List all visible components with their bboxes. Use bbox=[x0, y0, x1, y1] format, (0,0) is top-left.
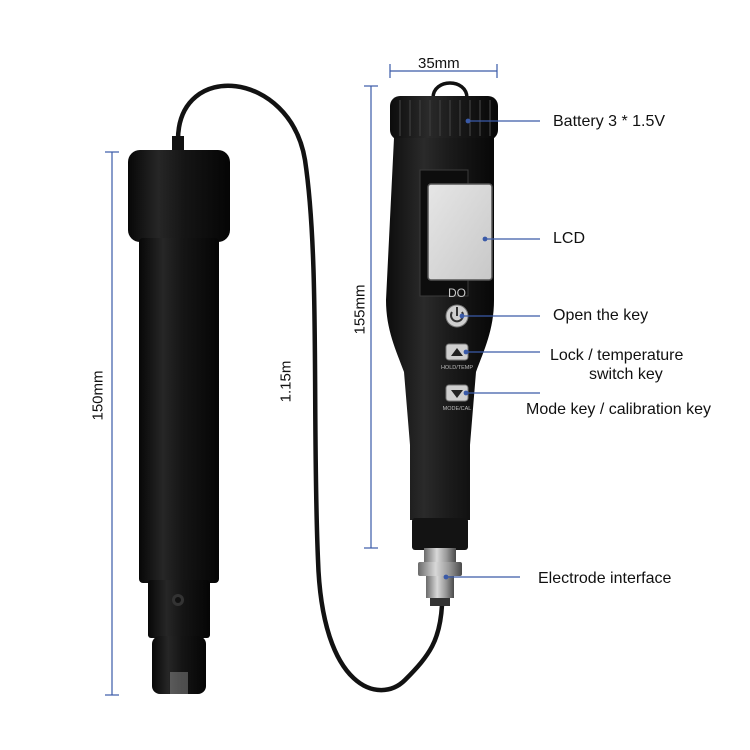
electrode-callout: Electrode interface bbox=[538, 570, 672, 587]
lock-key-callout-line2: switch key bbox=[589, 366, 663, 383]
callout-leaders bbox=[446, 120, 540, 578]
probe-height-dimension bbox=[105, 151, 119, 696]
mode-key-callout: Mode key / calibration key bbox=[526, 401, 711, 418]
lcd-screen bbox=[427, 183, 493, 281]
width-dimension bbox=[389, 64, 498, 78]
hold-temp-key-label: HOLD/TEMP bbox=[441, 365, 473, 371]
probe bbox=[128, 136, 230, 694]
callout-dots bbox=[443, 118, 488, 580]
triangle-up-icon bbox=[451, 348, 463, 356]
lcd-callout: LCD bbox=[553, 230, 586, 247]
battery-callout: Battery 3 * 1.5V bbox=[553, 113, 666, 130]
hold-temp-button[interactable] bbox=[445, 343, 469, 361]
lcd-mode-text: DO bbox=[448, 286, 466, 300]
width-label: 35mm bbox=[418, 55, 460, 72]
cable-length-label: 1.15m bbox=[277, 360, 295, 403]
cable bbox=[175, 83, 445, 693]
lock-key-callout-line1: Lock / temperature bbox=[550, 347, 684, 364]
mode-cal-key-label: MODE/CAL bbox=[443, 406, 472, 412]
triangle-down-icon bbox=[451, 390, 463, 398]
pen-height-label: 155mm bbox=[351, 284, 369, 335]
probe-height-label: 150mm bbox=[89, 370, 107, 421]
pen-height-dimension bbox=[364, 85, 378, 549]
meter-body bbox=[386, 81, 498, 606]
power-key-callout: Open the key bbox=[553, 307, 649, 324]
